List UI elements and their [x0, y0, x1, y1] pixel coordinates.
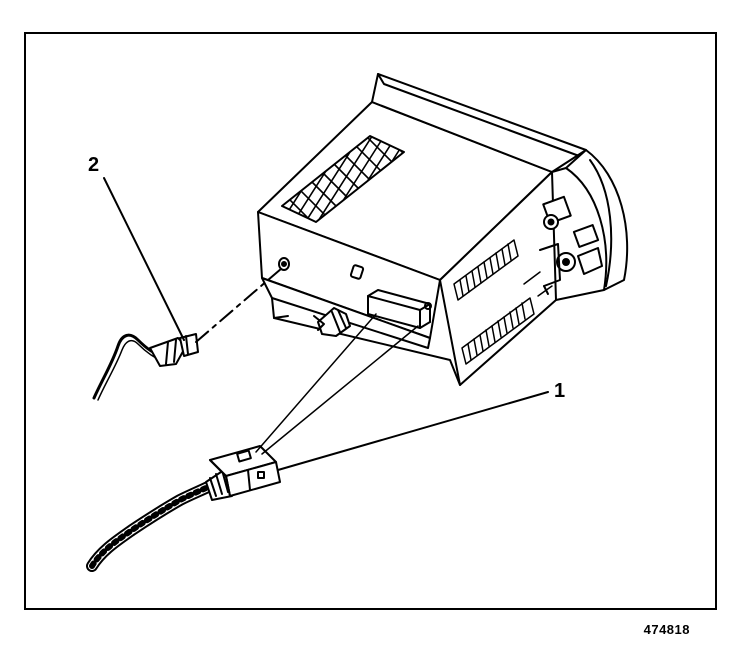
callout-leader-2: [103, 177, 185, 341]
callout-leader-1: [277, 391, 549, 471]
callout-connector: 1: [554, 380, 566, 402]
illustration-frame: [24, 32, 717, 610]
connector-alignment-line-2: [261, 325, 419, 455]
connector-alignment-line-1: [255, 313, 377, 453]
antenna-alignment-line: [195, 267, 283, 343]
antenna-jack: [278, 257, 290, 271]
face-plate: [371, 73, 629, 301]
harness-connector: [86, 445, 281, 572]
radio-unit: [257, 73, 629, 386]
rear-connector-socket: [367, 289, 432, 329]
rear-mounting-stud: [313, 307, 351, 337]
side-vent-slots: [453, 239, 553, 365]
antenna-cable: [92, 333, 199, 401]
figure-number: 474818: [643, 622, 690, 637]
callout-antenna: 2: [88, 154, 100, 176]
